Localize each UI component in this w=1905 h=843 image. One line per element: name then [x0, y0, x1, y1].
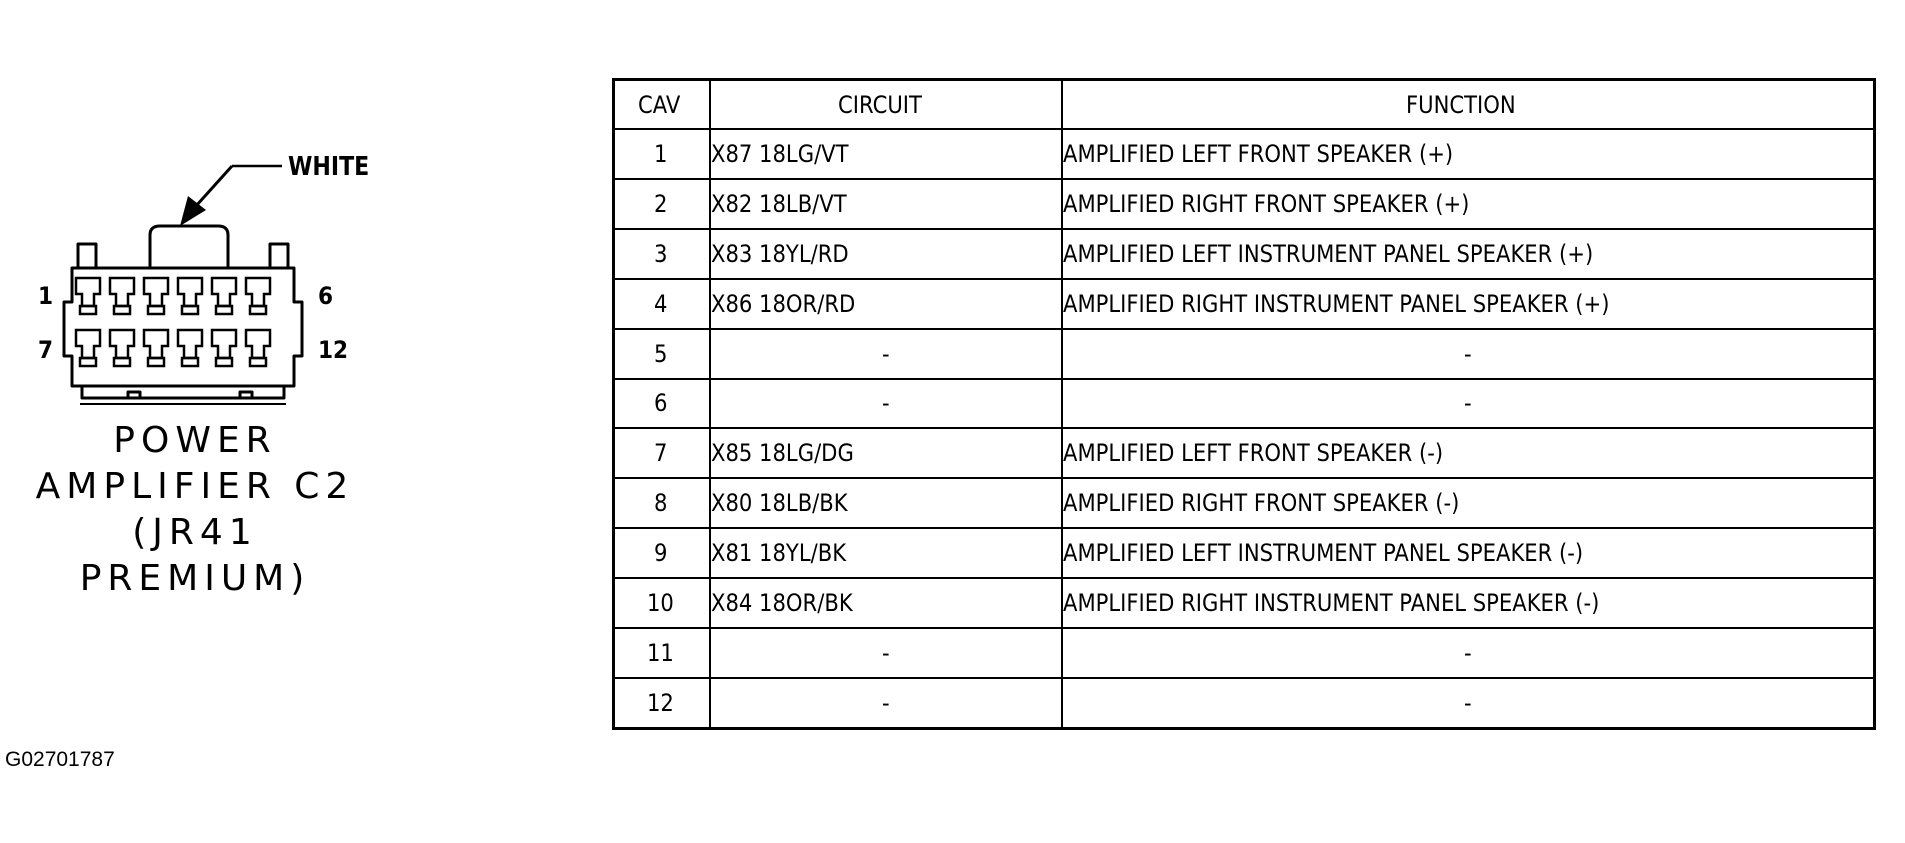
terminal-cavity	[74, 276, 102, 308]
callout-label: WHITE	[288, 152, 370, 182]
terminal-latch	[248, 304, 268, 316]
terminal-latch	[78, 356, 98, 368]
cell-cav: 3	[612, 227, 711, 280]
cell-circuit: X87 18LG/VT	[709, 128, 1063, 180]
cell-cav: 5	[612, 327, 711, 380]
pin-label-top-right: 6	[318, 282, 334, 310]
callout-arrow	[180, 164, 282, 226]
cell-circuit: X82 18LB/VT	[709, 177, 1063, 230]
cell-circuit: X86 18OR/RD	[709, 277, 1063, 330]
table-header-row: CAV CIRCUIT FUNCTION	[612, 78, 1876, 130]
header-function: FUNCTION	[1061, 78, 1876, 130]
terminal-cavity	[176, 276, 204, 308]
cell-function: -	[1061, 627, 1876, 679]
cell-cav: 11	[612, 627, 711, 679]
cell-cav: 6	[612, 377, 711, 430]
cell-circuit: -	[709, 627, 1063, 679]
cell-cav: 1	[612, 128, 711, 180]
terminal-cavities	[74, 276, 272, 368]
terminal-cavity	[74, 328, 102, 360]
cell-function: AMPLIFIED LEFT INSTRUMENT PANEL SPEAKER …	[1061, 527, 1876, 580]
connector-diagram: WHITE 1 6 7 12 POWER AMPLIFIER C2 (JR41 …	[0, 0, 560, 700]
pin-label-bottom-right: 12	[318, 336, 349, 364]
cell-function: AMPLIFIED RIGHT INSTRUMENT PANEL SPEAKER…	[1061, 277, 1876, 330]
terminal-cavity	[244, 328, 272, 360]
cell-function: AMPLIFIED RIGHT FRONT SPEAKER (+)	[1061, 177, 1876, 230]
header-cav: CAV	[612, 78, 711, 130]
cell-function: AMPLIFIED LEFT INSTRUMENT PANEL SPEAKER …	[1061, 227, 1876, 280]
terminal-latch	[146, 304, 166, 316]
terminal-latch	[214, 356, 234, 368]
cell-cav: 9	[612, 527, 711, 580]
pin-label-bottom-left: 7	[38, 336, 54, 364]
cell-function: AMPLIFIED RIGHT FRONT SPEAKER (-)	[1061, 477, 1876, 530]
cell-function: -	[1061, 327, 1876, 380]
cell-circuit: X80 18LB/BK	[709, 477, 1063, 530]
terminal-cavity	[210, 276, 238, 308]
terminal-latch	[146, 356, 166, 368]
connector-name-line: AMPLIFIER C2	[35, 466, 355, 507]
terminal-cavity	[108, 276, 136, 308]
terminal-latch	[248, 356, 268, 368]
terminal-cavity	[210, 328, 238, 360]
cell-function: -	[1061, 676, 1876, 730]
cell-cav: 7	[612, 427, 711, 480]
header-circuit: CIRCUIT	[709, 78, 1063, 130]
cell-circuit: -	[709, 676, 1063, 730]
terminal-cavity	[142, 328, 170, 360]
terminal-latch	[112, 304, 132, 316]
cell-function: -	[1061, 377, 1876, 430]
terminal-cavity	[244, 276, 272, 308]
cell-circuit: -	[709, 327, 1063, 380]
terminal-latch	[180, 356, 200, 368]
cell-function: AMPLIFIED LEFT FRONT SPEAKER (-)	[1061, 427, 1876, 480]
cell-circuit: -	[709, 377, 1063, 430]
terminal-cavity	[108, 328, 136, 360]
connector-name: POWER AMPLIFIER C2 (JR41 PREMIUM)	[30, 418, 360, 602]
cell-circuit: X81 18YL/BK	[709, 527, 1063, 580]
table-row: 12--	[612, 676, 1876, 730]
terminal-latch	[214, 304, 234, 316]
connector-name-line: POWER	[113, 420, 277, 461]
cell-cav: 12	[612, 676, 711, 730]
table-row: 5--	[612, 327, 1876, 380]
cell-cav: 8	[612, 477, 711, 530]
cell-cav: 4	[612, 277, 711, 330]
terminal-latch	[78, 304, 98, 316]
cell-function: AMPLIFIED RIGHT INSTRUMENT PANEL SPEAKER…	[1061, 577, 1876, 630]
terminal-cavity	[176, 328, 204, 360]
cell-cav: 2	[612, 177, 711, 230]
terminal-latch	[180, 304, 200, 316]
cell-function: AMPLIFIED LEFT FRONT SPEAKER (+)	[1061, 128, 1876, 180]
connector-name-line: PREMIUM)	[79, 558, 311, 599]
cell-circuit: X84 18OR/BK	[709, 577, 1063, 630]
cell-circuit: X85 18LG/DG	[709, 427, 1063, 480]
figure-code: G02701787	[5, 748, 115, 771]
connector-drawing	[62, 164, 304, 405]
pin-label-top-left: 1	[38, 282, 54, 310]
table-row: 6--	[612, 377, 1876, 430]
cell-circuit: X83 18YL/RD	[709, 227, 1063, 280]
terminal-cavity	[142, 276, 170, 308]
terminal-latch	[112, 356, 132, 368]
cell-cav: 10	[612, 577, 711, 630]
table-row: 11--	[612, 627, 1876, 679]
connector-name-line: (JR41	[132, 512, 258, 553]
